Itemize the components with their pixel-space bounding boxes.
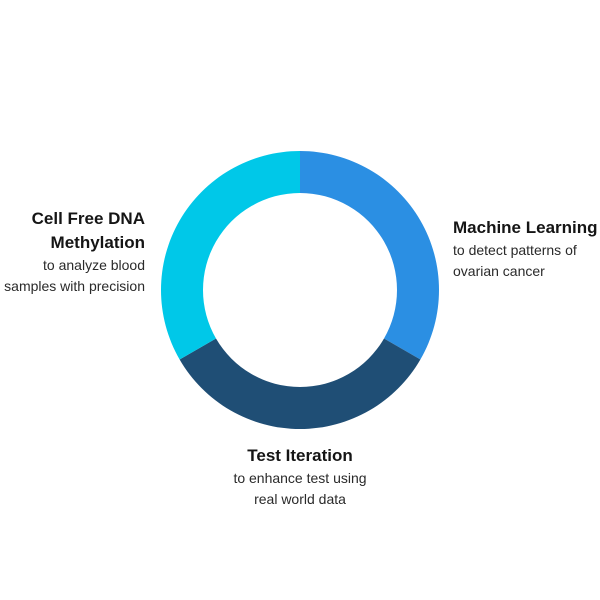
label-title: Test Iteration (247, 446, 353, 465)
label-cell-free-dna: Cell Free DNA Methylation to analyze blo… (0, 207, 145, 297)
label-desc-line1: to detect patterns of (453, 242, 577, 258)
label-machine-learning: Machine Learning to detect patterns of o… (453, 216, 598, 282)
segment-test-iteration (179, 338, 421, 429)
segment-cell-free-dna (161, 151, 300, 360)
label-title: Machine Learning (453, 218, 598, 237)
label-desc-line1: to analyze blood (43, 257, 145, 273)
label-desc-line2: samples with precision (4, 278, 145, 294)
label-title-line2: Methylation (50, 233, 145, 252)
label-desc-line1: to enhance test using (233, 470, 367, 486)
label-title-line1: Cell Free DNA (31, 209, 145, 228)
label-test-iteration: Test Iteration to enhance test using rea… (200, 444, 400, 510)
label-desc-line2: real world data (254, 491, 346, 507)
segment-machine-learning (300, 151, 439, 360)
label-desc-line2: ovarian cancer (453, 263, 545, 279)
